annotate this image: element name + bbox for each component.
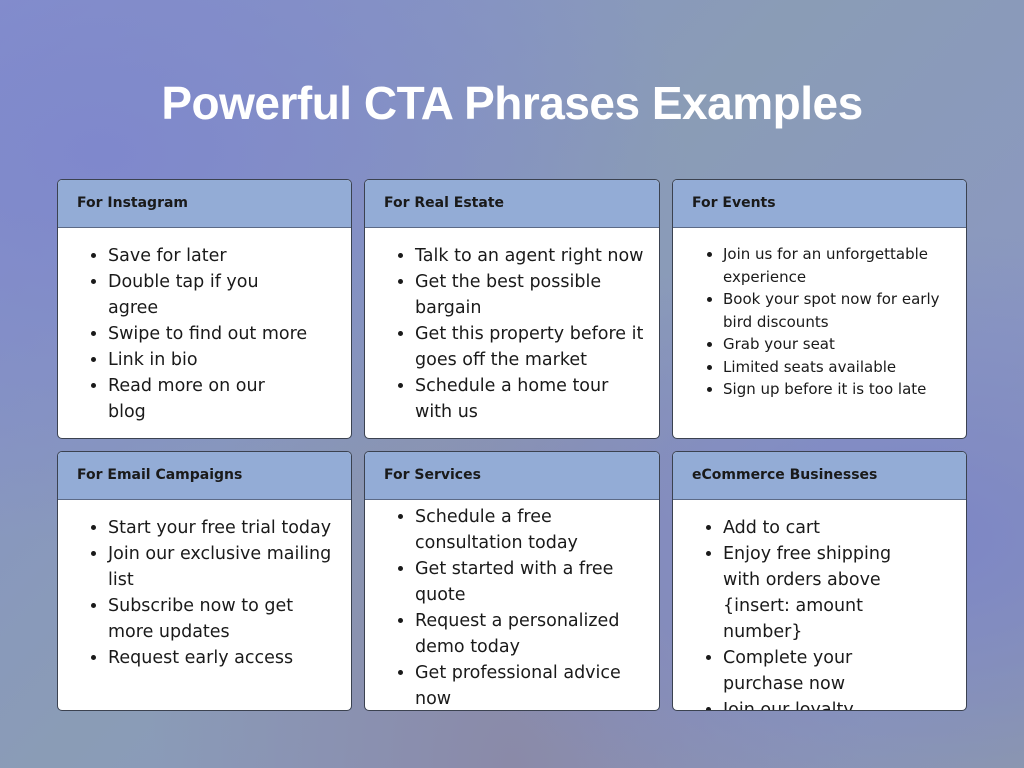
list-item: Grab your seat bbox=[723, 333, 943, 356]
list-item: Get professional advice now bbox=[415, 660, 625, 710]
card-ecommerce: eCommerce Businesses Add to cart Enjoy f… bbox=[672, 451, 967, 711]
list-item: Read more on our blog bbox=[108, 373, 308, 425]
card-header: For Services bbox=[365, 452, 659, 500]
list-item: Get started with a free quote bbox=[415, 556, 625, 608]
list-item: Complete your purchase now bbox=[723, 645, 933, 697]
list-item: Schedule a home tour with us bbox=[415, 373, 647, 425]
list-item: Join us for an unforgettable experience bbox=[723, 243, 943, 288]
list-item: Request a personalized demo today bbox=[415, 608, 625, 660]
card-header: For Real Estate bbox=[365, 180, 659, 228]
list-item: Join our loyalty program bbox=[723, 697, 933, 710]
list-item: Subscribe now to get more updates bbox=[108, 593, 333, 645]
phrase-list: Start your free trial today Join our exc… bbox=[58, 500, 333, 671]
list-item: Request early access bbox=[108, 645, 333, 671]
list-item: Book your spot now for early bird discou… bbox=[723, 288, 943, 333]
card-instagram: For Instagram Save for later Double tap … bbox=[57, 179, 352, 439]
list-item: Link in bio bbox=[108, 347, 308, 373]
phrase-list: Join us for an unforgettable experience … bbox=[673, 228, 943, 401]
list-item: Get the best possible bargain bbox=[415, 269, 647, 321]
card-header: For Instagram bbox=[58, 180, 351, 228]
phrase-list: Save for later Double tap if you agree S… bbox=[58, 228, 308, 425]
list-item: Start your free trial today bbox=[108, 515, 333, 541]
card-header: For Email Campaigns bbox=[58, 452, 351, 500]
list-item: Limited seats available bbox=[723, 356, 943, 379]
list-item: Add to cart bbox=[723, 515, 933, 541]
list-item: Talk to an agent right now bbox=[415, 243, 647, 269]
list-item: Join our exclusive mailing list bbox=[108, 541, 333, 593]
card-email-campaigns: For Email Campaigns Start your free tria… bbox=[57, 451, 352, 711]
list-item: Schedule a free consultation today bbox=[415, 504, 625, 556]
list-item: Double tap if you agree bbox=[108, 269, 308, 321]
list-item: Get this property before it goes off the… bbox=[415, 321, 647, 373]
list-item: Swipe to find out more bbox=[108, 321, 308, 347]
phrase-list: Talk to an agent right now Get the best … bbox=[365, 228, 647, 425]
card-real-estate: For Real Estate Talk to an agent right n… bbox=[364, 179, 660, 439]
list-item: Save for later bbox=[108, 243, 308, 269]
list-item: Enjoy free shipping with orders above {i… bbox=[723, 541, 933, 645]
phrase-list: Add to cart Enjoy free shipping with ord… bbox=[673, 500, 933, 710]
card-header: eCommerce Businesses bbox=[673, 452, 966, 500]
card-services: For Services Schedule a free consultatio… bbox=[364, 451, 660, 711]
card-events: For Events Join us for an unforgettable … bbox=[672, 179, 967, 439]
page-title: Powerful CTA Phrases Examples bbox=[161, 77, 863, 129]
card-header: For Events bbox=[673, 180, 966, 228]
list-item: Sign up before it is too late bbox=[723, 378, 943, 401]
phrase-list: Schedule a free consultation today Get s… bbox=[365, 500, 625, 710]
